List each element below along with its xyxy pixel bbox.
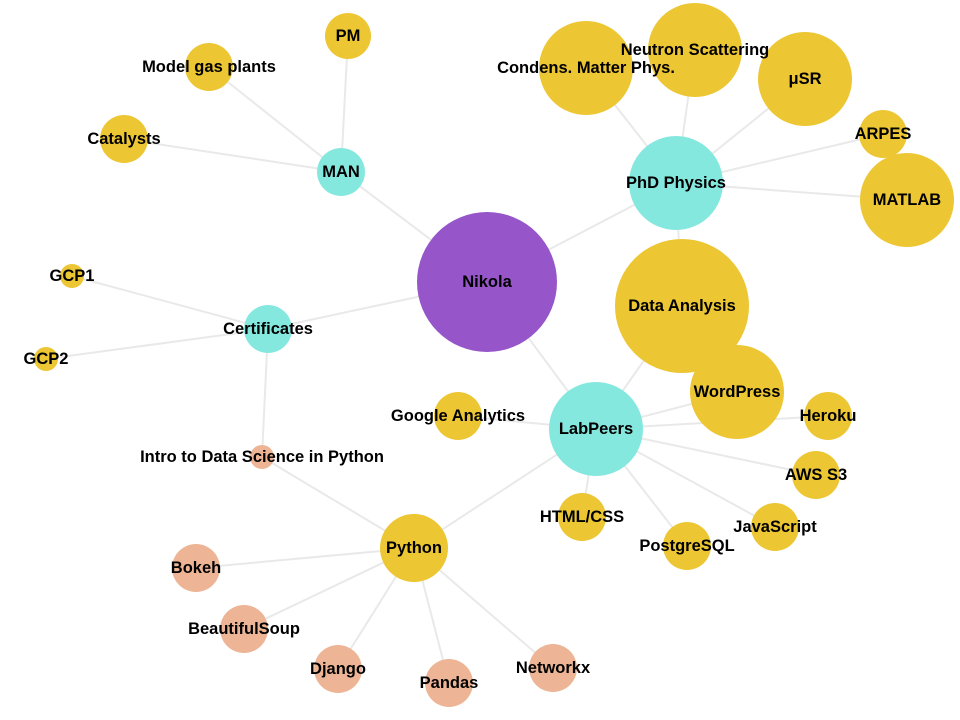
node-phd bbox=[629, 136, 723, 230]
node-pm bbox=[325, 13, 371, 59]
node-label-condmat: Condens. Matter Phys. bbox=[497, 59, 675, 77]
node-circle-labpeers bbox=[549, 382, 643, 476]
node-awss3 bbox=[792, 451, 840, 499]
graph-labels: Nikola MAN PhD PhysicsCertificatesLabPeers… bbox=[24, 27, 942, 692]
node-circle-heroku bbox=[804, 392, 852, 440]
node-django bbox=[314, 645, 362, 693]
node-label-labpeers: LabPeers bbox=[559, 420, 633, 438]
node-matlab bbox=[860, 153, 954, 247]
node-neutron bbox=[648, 3, 742, 97]
node-circle-awss3 bbox=[792, 451, 840, 499]
node-networkx bbox=[529, 644, 577, 692]
node-circle-nikola bbox=[417, 212, 557, 352]
node-python bbox=[380, 514, 448, 582]
node-labpeers bbox=[549, 382, 643, 476]
node-label-nikola: Nikola bbox=[462, 273, 512, 291]
node-label-awss3: AWS S3 bbox=[785, 466, 847, 484]
node-label-networkx: Networkx bbox=[516, 659, 591, 677]
node-label-pandas: Pandas bbox=[420, 674, 479, 692]
node-circle-condmat bbox=[539, 21, 633, 115]
node-circle-pm bbox=[325, 13, 371, 59]
node-label-googleanalytics: Google Analytics bbox=[391, 407, 525, 425]
node-circle-wordpress bbox=[690, 345, 784, 439]
node-label-gcp2: GCP2 bbox=[24, 350, 69, 368]
node-circle-javascript bbox=[751, 503, 799, 551]
node-label-arpes: ARPES bbox=[855, 125, 912, 143]
node-circle-django bbox=[314, 645, 362, 693]
node-gcp2 bbox=[34, 347, 58, 371]
node-label-javascript: JavaScript bbox=[733, 518, 817, 536]
node-label-catalysts: Catalysts bbox=[87, 130, 160, 148]
node-circle-networkx bbox=[529, 644, 577, 692]
edge-certs-gcp1 bbox=[71, 275, 269, 330]
edge-python-bokeh bbox=[195, 547, 415, 569]
node-circle-python bbox=[380, 514, 448, 582]
node-condmat bbox=[539, 21, 633, 115]
graph-nodes bbox=[34, 3, 954, 707]
node-label-heroku: Heroku bbox=[800, 407, 857, 425]
node-label-htmlcss: HTML/CSS bbox=[540, 508, 624, 526]
node-gcp1 bbox=[60, 264, 84, 288]
node-postgresql bbox=[663, 522, 711, 570]
node-label-wordpress: WordPress bbox=[694, 383, 781, 401]
node-label-beautifulsoup: BeautifulSoup bbox=[188, 620, 300, 638]
node-label-man: MAN bbox=[322, 163, 360, 181]
node-circle-gcp2 bbox=[34, 347, 58, 371]
node-heroku bbox=[804, 392, 852, 440]
node-javascript bbox=[751, 503, 799, 551]
node-circle-bokeh bbox=[172, 544, 220, 592]
edge-certs-gcp2 bbox=[45, 328, 269, 360]
node-wordpress bbox=[690, 345, 784, 439]
node-label-postgresql: PostgreSQL bbox=[639, 537, 734, 555]
node-dataanalysis bbox=[615, 239, 749, 373]
node-arpes bbox=[859, 110, 907, 158]
node-label-django: Django bbox=[310, 660, 366, 678]
node-catalysts bbox=[100, 115, 148, 163]
node-circle-postgresql bbox=[663, 522, 711, 570]
node-label-dataanalysis: Data Analysis bbox=[628, 297, 736, 315]
node-googleanalytics bbox=[434, 392, 482, 440]
node-label-musr: μSR bbox=[788, 70, 821, 88]
node-beautifulsoup bbox=[220, 605, 268, 653]
node-circle-matlab bbox=[860, 153, 954, 247]
node-circle-beautifulsoup bbox=[220, 605, 268, 653]
node-nikola bbox=[417, 212, 557, 352]
node-circle-certs bbox=[244, 305, 292, 353]
edge-man-gasplants bbox=[208, 66, 342, 173]
node-label-certs: Certificates bbox=[223, 320, 313, 338]
node-label-neutron: Neutron Scattering bbox=[621, 41, 770, 59]
node-circle-man bbox=[317, 148, 365, 196]
node-circle-arpes bbox=[859, 110, 907, 158]
node-circle-gcp1 bbox=[60, 264, 84, 288]
graph-edges bbox=[45, 35, 908, 684]
edge-man-catalysts bbox=[123, 138, 342, 173]
node-htmlcss bbox=[558, 493, 606, 541]
node-circle-catalysts bbox=[100, 115, 148, 163]
node-bokeh bbox=[172, 544, 220, 592]
node-label-phd: PhD Physics bbox=[626, 174, 726, 192]
node-circle-introds bbox=[250, 445, 274, 469]
node-gasplants bbox=[185, 43, 233, 91]
node-circle-gasplants bbox=[185, 43, 233, 91]
node-man bbox=[317, 148, 365, 196]
node-label-gcp1: GCP1 bbox=[50, 267, 95, 285]
node-circle-pandas bbox=[425, 659, 473, 707]
node-label-gasplants: Model gas plants bbox=[142, 58, 276, 76]
node-label-pm: PM bbox=[336, 27, 361, 45]
node-musr bbox=[758, 32, 852, 126]
node-circle-googleanalytics bbox=[434, 392, 482, 440]
node-pandas bbox=[425, 659, 473, 707]
node-label-bokeh: Bokeh bbox=[171, 559, 221, 577]
node-label-python: Python bbox=[386, 539, 442, 557]
node-label-matlab: MATLAB bbox=[873, 191, 942, 209]
node-circle-dataanalysis bbox=[615, 239, 749, 373]
node-certs bbox=[244, 305, 292, 353]
node-circle-htmlcss bbox=[558, 493, 606, 541]
node-circle-phd bbox=[629, 136, 723, 230]
node-introds bbox=[250, 445, 274, 469]
node-circle-musr bbox=[758, 32, 852, 126]
node-circle-neutron bbox=[648, 3, 742, 97]
node-label-introds: Intro to Data Science in Python bbox=[140, 448, 384, 466]
